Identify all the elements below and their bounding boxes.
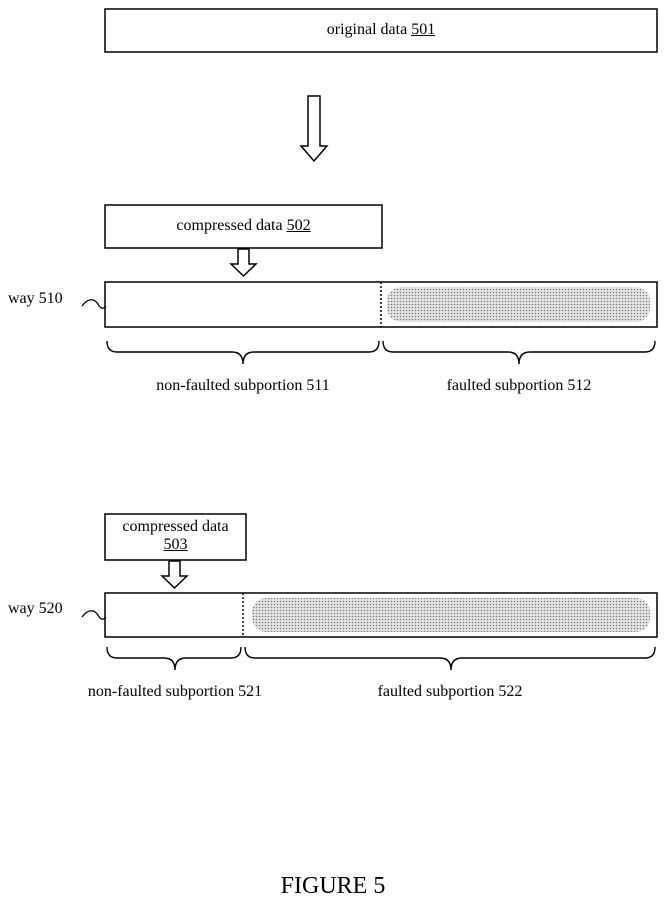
compressed-data-503-text: compressed data: [122, 518, 229, 535]
brace-522: [244, 646, 656, 671]
compressed-data-503-label: compressed data 503: [105, 518, 246, 554]
compressed-data-502-box: [104, 204, 383, 249]
brace-521: [106, 646, 242, 671]
way-510-connector: [81, 299, 107, 309]
down-arrow-icon: [299, 95, 329, 163]
faulted-subportion-522-label: faulted subportion 522: [377, 683, 523, 700]
brace-511: [106, 340, 380, 365]
original-data-ref: 501: [411, 21, 436, 38]
compressed-data-503-ref: 503: [163, 536, 188, 553]
faulted-region-512: [387, 287, 650, 322]
non-faulted-subportion-511-label: non-faulted subportion 511: [156, 377, 330, 394]
way-520-connector: [81, 610, 107, 620]
figure-title: FIGURE 5: [280, 873, 386, 899]
compressed-data-503-box: [104, 513, 247, 561]
original-data-label: original data 501: [105, 21, 657, 39]
faulted-region-522: [252, 598, 650, 632]
brace-512: [382, 340, 656, 365]
original-data-box: [104, 8, 658, 53]
non-faulted-subportion-521-label: non-faulted subportion 521: [87, 683, 263, 700]
way-520-label: way 520: [8, 600, 63, 617]
faulted-subportion-512-label: faulted subportion 512: [446, 377, 592, 394]
compressed-data-502-label: compressed data 502: [105, 217, 382, 235]
small-down-arrow-icon: [229, 248, 258, 278]
compressed-data-502-text: compressed data: [176, 217, 283, 234]
way-510-label: way 510: [8, 290, 63, 307]
compressed-data-502-ref: 502: [286, 217, 311, 234]
original-data-text: original data: [326, 21, 408, 38]
small-down-arrow-icon: [160, 560, 189, 590]
